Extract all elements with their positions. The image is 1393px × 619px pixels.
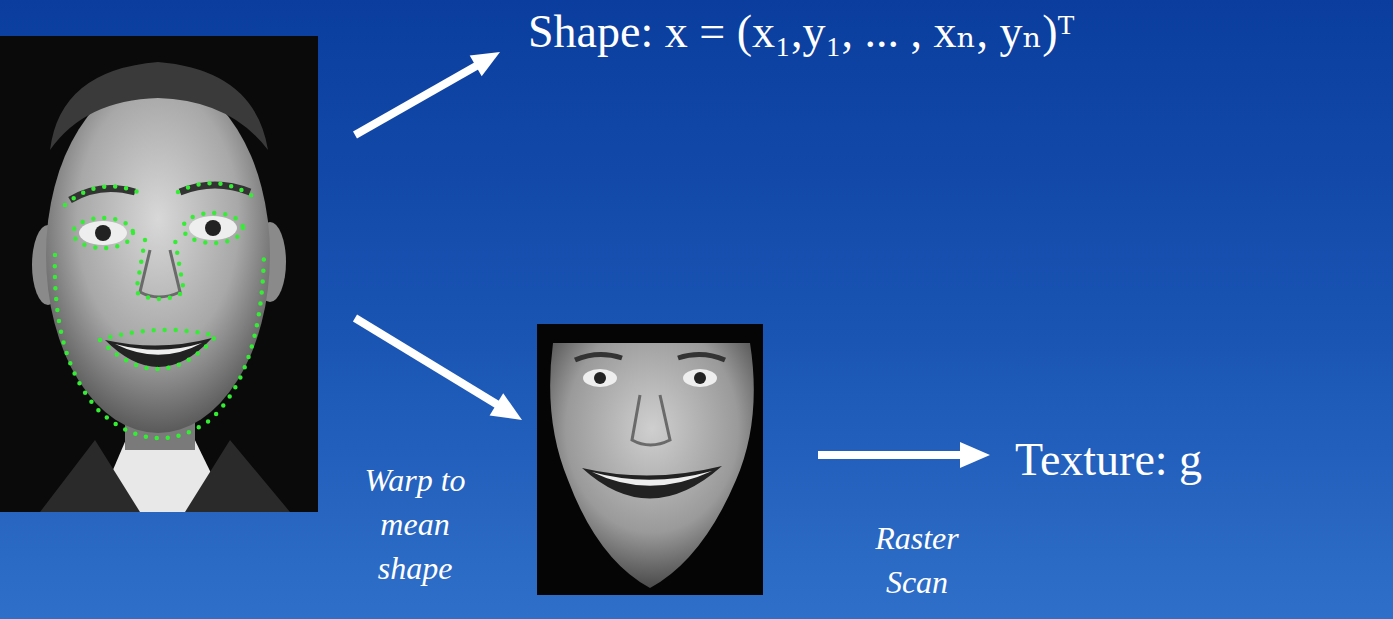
texture-label: Texture: g	[1015, 432, 1202, 487]
step-label: Raster Scan	[850, 516, 985, 604]
face-photo	[0, 36, 318, 512]
arrows	[355, 52, 990, 468]
warped-face	[537, 324, 763, 595]
shape-formula: Shape: x = (x₁,y₁, ... , xₙ, yₙ)ᵀ	[528, 4, 1074, 59]
step-label: Warp to mean shape	[343, 458, 488, 590]
